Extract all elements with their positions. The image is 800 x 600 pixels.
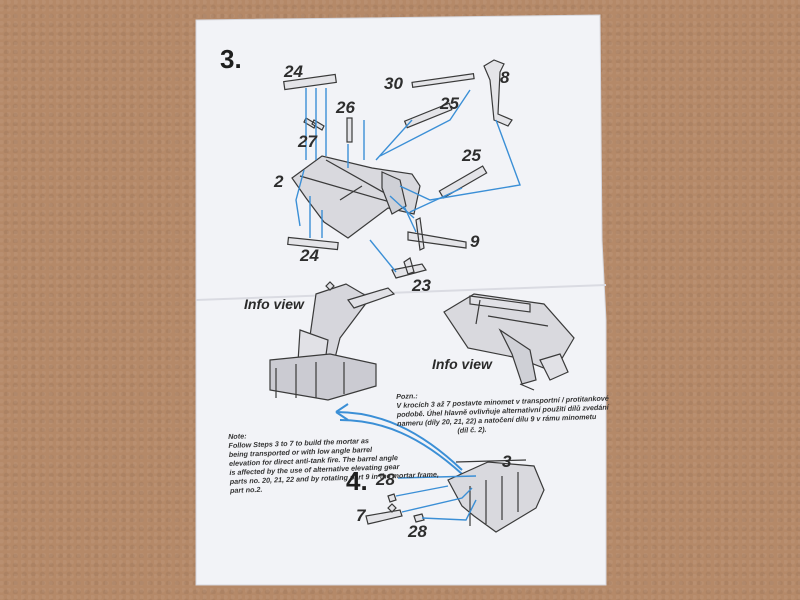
step-3-number: 3.: [220, 44, 242, 74]
paper-fold: [195, 284, 607, 301]
step-4-number: 4.: [346, 466, 368, 496]
info-view-right-label: Info view: [432, 356, 492, 372]
part-label-24-top: 24: [284, 62, 303, 81]
note-english: Note: Follow Steps 3 to 7 to build the m…: [228, 425, 439, 495]
info-view-right-drawing: [443, 293, 575, 391]
part-23-drawing: [391, 257, 427, 279]
part-9-drawing: [407, 217, 467, 251]
part-label-26: 26: [336, 98, 355, 117]
part-label-2: 2: [274, 172, 284, 191]
part-26-drawing: [346, 117, 353, 143]
part-label-7: 7: [356, 506, 366, 525]
part-label-9: 9: [470, 232, 480, 251]
part-28-a-drawing: [387, 493, 397, 503]
info-view-left-label: Info view: [244, 296, 304, 312]
part-label-30: 30: [384, 74, 403, 93]
step3-drawings: [283, 59, 513, 279]
part-label-28-a: 28: [376, 470, 395, 489]
part-7-drawing: [365, 503, 403, 525]
part-label-27: 27: [298, 132, 317, 151]
part-label-25-upper: 25: [440, 94, 459, 113]
part-30-drawing: [411, 73, 475, 88]
step4-drawings: [365, 459, 545, 533]
step4-callout-lines: [395, 475, 477, 521]
paper: [195, 14, 607, 586]
step4-direction-arrow: [335, 403, 463, 475]
part-label-24-bottom: 24: [300, 246, 319, 265]
part-label-8: 8: [500, 68, 510, 87]
part-label-3: 3: [502, 452, 512, 471]
part-25-lower-drawing: [438, 165, 488, 199]
part-28-b-drawing: [413, 513, 425, 523]
part-label-25-lower: 25: [462, 146, 481, 165]
info-view-left-drawing: [269, 281, 396, 401]
part-25-upper-drawing: [403, 102, 453, 129]
part-24-top-drawing: [283, 73, 337, 91]
step3-callout-lines: [295, 88, 521, 273]
part-27-drawing: [303, 117, 325, 131]
part-label-23: 23: [412, 276, 431, 295]
part-8-drawing: [483, 59, 513, 127]
part-3-drawing: [447, 461, 545, 533]
part-label-28-b: 28: [408, 522, 427, 541]
part-24-bottom-drawing: [287, 236, 339, 251]
